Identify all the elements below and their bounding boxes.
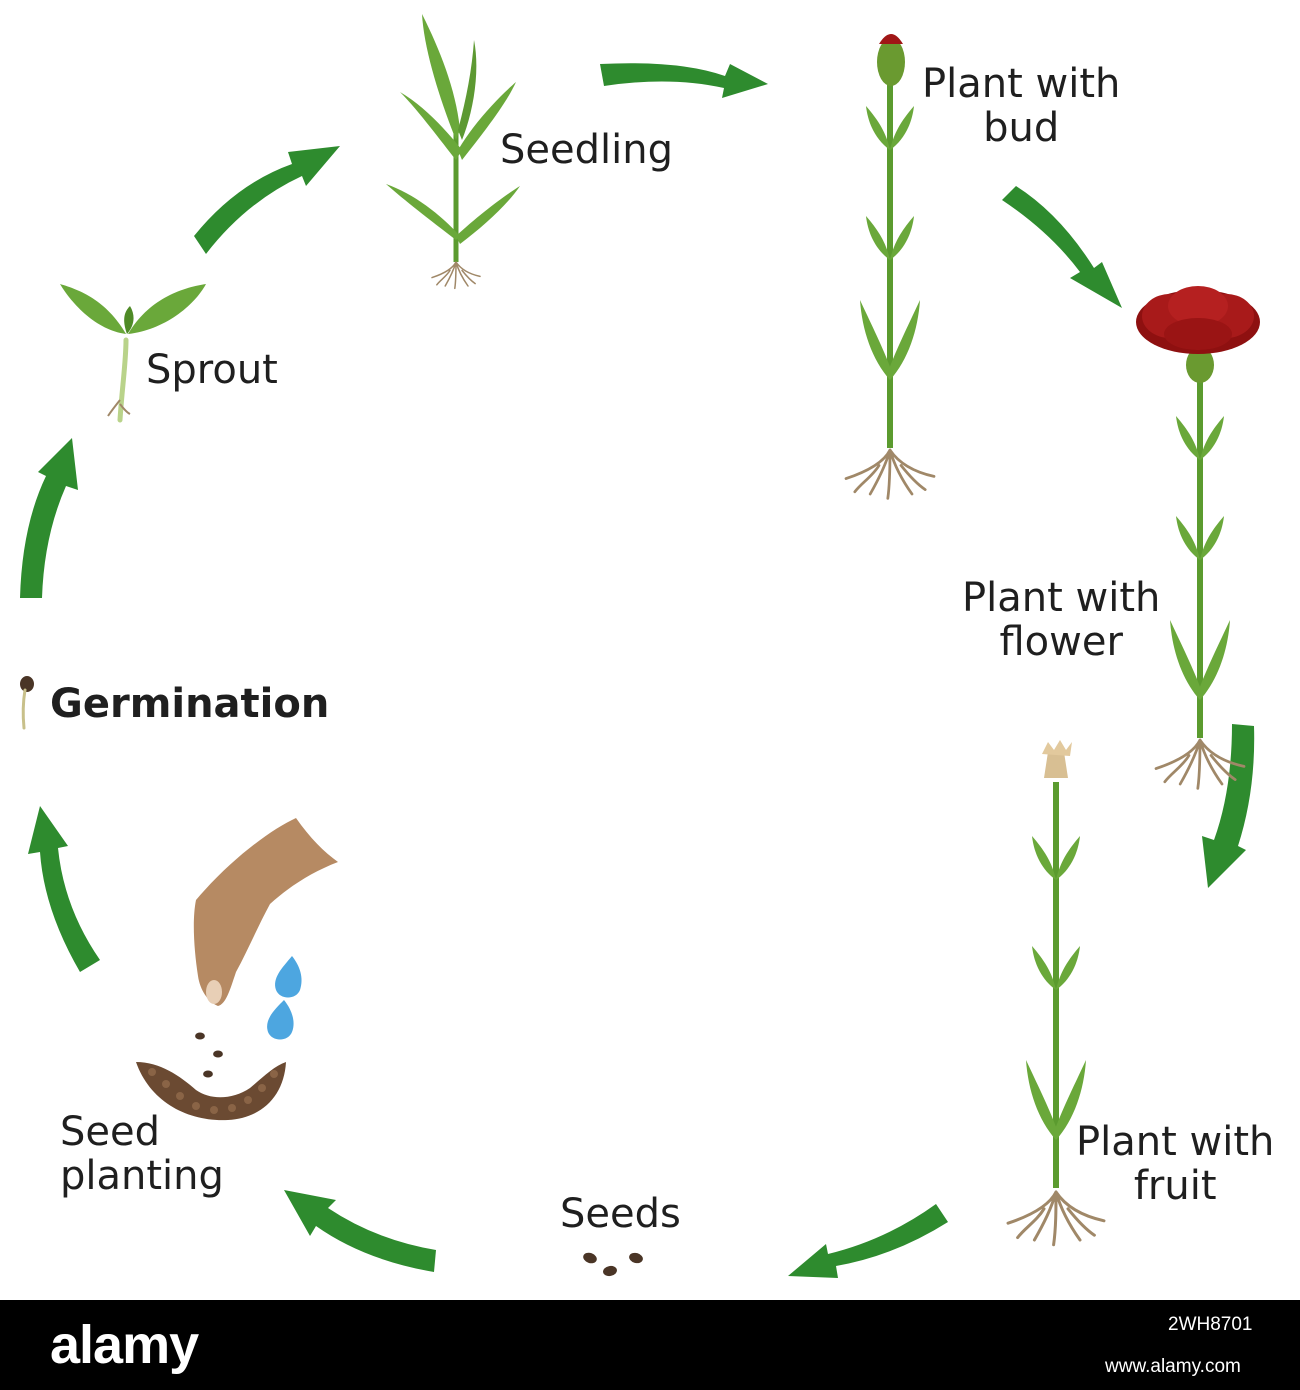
label-seeds: Seeds bbox=[560, 1191, 681, 1237]
label-sprout: Sprout bbox=[146, 347, 278, 393]
cycle-arrow-icon bbox=[1202, 724, 1255, 888]
label-seedling: Seedling bbox=[500, 127, 673, 173]
cycle-arrow-icon bbox=[194, 146, 340, 254]
planting-hand-icon bbox=[193, 818, 338, 1006]
label-plant-with-flower: Plant with flower bbox=[962, 575, 1161, 665]
cycle-arrow-icon bbox=[28, 806, 100, 972]
label-seed-planting: Seed planting bbox=[60, 1109, 224, 1199]
budding-plant-icon bbox=[844, 34, 936, 500]
carnation-flower bbox=[1136, 286, 1260, 354]
cycle-arrow-icon bbox=[1002, 186, 1122, 308]
image-id-text: 2WH8701 bbox=[1168, 1314, 1253, 1335]
label-germination: Germination bbox=[50, 681, 330, 727]
sprout-icon bbox=[60, 284, 206, 423]
cycle-arrow-icon bbox=[788, 1204, 948, 1278]
footer-url-text: www.alamy.com bbox=[1105, 1356, 1241, 1377]
label-plant-with-bud: Plant with bud bbox=[922, 61, 1121, 151]
cycle-arrow-icon bbox=[20, 438, 78, 598]
falling-seeds bbox=[195, 1032, 223, 1078]
fruiting-plant-icon bbox=[1006, 740, 1106, 1247]
seeds-icon bbox=[581, 1250, 645, 1278]
seedling-plant-icon bbox=[386, 14, 520, 290]
life-cycle-diagram: Seedling Plant with bud Plant with flowe… bbox=[20, 14, 1275, 1278]
cycle-arrow-icon bbox=[284, 1190, 436, 1272]
water-drops-icon bbox=[267, 956, 302, 1040]
diagram-canvas bbox=[20, 14, 1260, 1278]
flowering-plant-icon bbox=[1136, 286, 1260, 790]
cycle-arrow-icon bbox=[600, 63, 768, 98]
germinating-seed-icon bbox=[20, 676, 34, 730]
watermark-footer: alamy 2WH8701 www.alamy.com bbox=[0, 1300, 1300, 1390]
soil-icon bbox=[136, 1062, 286, 1121]
brand-logo: alamy bbox=[50, 1315, 199, 1375]
label-plant-with-fruit: Plant with fruit bbox=[1076, 1119, 1275, 1209]
